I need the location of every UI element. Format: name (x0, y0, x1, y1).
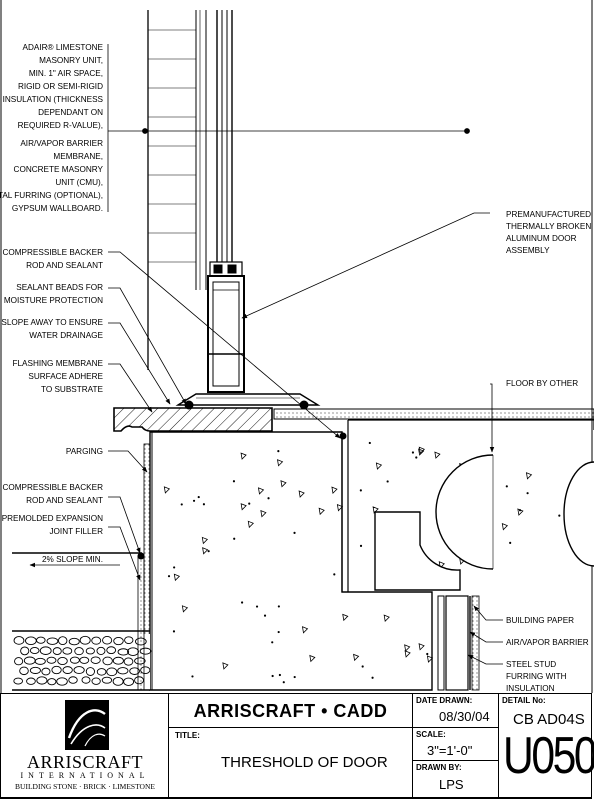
slope-line: SLOPE AWAY TO ENSURE (1, 318, 103, 327)
exterior-grade (12, 552, 152, 691)
label-building-paper: BUILDING PAPER (506, 616, 574, 625)
label-parging: PARGING (66, 447, 103, 456)
logo-area: ARRISCRAFT INTERNATIONAL BUILDING STONE … (1, 694, 169, 798)
drawn-by-cell: DRAWN BY: LPS (412, 761, 498, 798)
concrete-foundation (149, 419, 594, 691)
title-cell: TITLE: THRESHOLD OF DOOR (169, 728, 412, 798)
adair-line: MIN. 1" AIR SPACE, (29, 69, 103, 78)
drawn-by-label: DRAWN BY: (416, 763, 462, 772)
label-slope-away: SLOPE AWAY TO ENSURE WATER DRAINAGE (1, 318, 103, 340)
date-value: 08/30/04 (439, 709, 490, 724)
door-threshold (175, 393, 321, 410)
label-adair: ADAIR® LIMESTONE MASONRY UNIT, MIN. 1" A… (0, 43, 104, 213)
label-backer-bottom: COMPRESSIBLE BACKER ROD AND SEALANT (2, 483, 103, 505)
steel-stud-line: STEEL STUD (506, 660, 556, 669)
flashing-line: TO SUBSTRATE (41, 385, 104, 394)
expansion-line: PREMOLDED EXPANSION (2, 514, 103, 523)
sealant-line: MOISTURE PROTECTION (4, 296, 103, 305)
adair-line: MASONRY UNIT, (39, 56, 103, 65)
company-cell: ARRISCRAFT • CADD (169, 694, 412, 728)
label-floor: FLOOR BY OTHER (506, 379, 578, 388)
label-slope-min: 2% SLOPE MIN. (42, 555, 103, 564)
scale-value: 3"=1'-0" (427, 743, 473, 758)
adair-line: MEMBRANE, (53, 152, 103, 161)
flashing-line: FLASHING MEMBRANE (12, 359, 103, 368)
backer-bottom-line: ROD AND SEALANT (26, 496, 103, 505)
logo-tagline: BUILDING STONE · BRICK · LIMESTONE (15, 782, 155, 791)
title-label: TITLE: (175, 731, 200, 740)
adair-line: GYPSUM WALLBOARD. (12, 204, 103, 213)
sill-slab (113, 407, 594, 432)
label-expansion: PREMOLDED EXPANSION JOINT FILLER (2, 514, 103, 536)
logo-international: INTERNATIONAL (20, 771, 150, 780)
label-backer-top: COMPRESSIBLE BACKER ROD AND SEALANT (2, 248, 103, 270)
label-air-vapor: AIR/VAPOR BARRIER (506, 638, 589, 647)
backer-rod-bottom (137, 552, 145, 560)
adair-line: INSULATION (THICKNESS (3, 95, 104, 104)
date-cell: DATE DRAWN: 08/30/04 (412, 694, 498, 728)
door-line: PREMANUFACTURED (506, 210, 591, 219)
scale-cell: SCALE: 3"=1'-0" (412, 728, 498, 761)
door-line: ASSEMBLY (506, 246, 550, 255)
detail-label: DETAIL No: (502, 696, 546, 705)
glass-frame (216, 10, 233, 262)
adair-line: DEPENDANT ON (38, 108, 103, 117)
company-name: ARRISCRAFT • CADD (193, 701, 388, 721)
logo-wordmark: ARRISCRAFT (26, 752, 144, 772)
door-line: THERMALLY BROKEN (506, 222, 591, 231)
scale-label: SCALE: (416, 730, 446, 739)
label-sealant-beads: SEALANT BEADS FOR MOISTURE PROTECTION (4, 283, 103, 305)
door-line: ALUMINUM DOOR (506, 234, 577, 243)
detail-number: U050 (503, 727, 594, 785)
threshold-detail-drawing: ADAIR® LIMESTONE MASONRY UNIT, MIN. 1" A… (0, 0, 594, 693)
drawing-title: THRESHOLD OF DOOR (221, 754, 388, 771)
aluminum-door-assembly (207, 261, 245, 393)
label-flashing: FLASHING MEMBRANE SURFACE ADHERE TO SUBS… (12, 359, 103, 394)
backer-bottom-line: COMPRESSIBLE BACKER (2, 483, 103, 492)
steel-stud-line: INSULATION (506, 684, 555, 693)
slope-line: WATER DRAINAGE (29, 331, 103, 340)
drawn-by-value: LPS (439, 777, 464, 792)
title-block: ARRISCRAFT INTERNATIONAL BUILDING STONE … (0, 693, 594, 799)
adair-line: UNIT (CMU), (55, 178, 103, 187)
steel-stud-wall (437, 595, 480, 691)
detail-cell: DETAIL No: CB AD04S U050 (498, 694, 594, 798)
backer-top-line: ROD AND SEALANT (26, 261, 103, 270)
adair-line: CONCRETE MASONRY (14, 165, 104, 174)
floor-joist-cutout (374, 454, 594, 591)
adair-line: RIGID OR SEMI-RIGID (18, 82, 103, 91)
backer-rod-top (339, 432, 347, 440)
label-door-assembly: PREMANUFACTURED THERMALLY BROKEN ALUMINU… (506, 210, 591, 255)
expansion-line: JOINT FILLER (49, 527, 103, 536)
leader-lines (29, 44, 503, 665)
adair-line: ADAIR® LIMESTONE (23, 43, 104, 52)
adair-line: REQUIRED R-VALUE), (18, 121, 103, 130)
arriscraft-logo-icon (65, 700, 109, 750)
sealant-line: SEALANT BEADS FOR (16, 283, 103, 292)
backer-top-line: COMPRESSIBLE BACKER (2, 248, 103, 257)
steel-stud-line: FURRING WITH (506, 672, 567, 681)
adair-line: METAL FURRING (OPTIONAL), (0, 191, 103, 200)
flashing-line: SURFACE ADHERE (28, 372, 103, 381)
date-label: DATE DRAWN: (416, 696, 473, 705)
label-steel-stud: STEEL STUD FURRING WITH INSULATION (506, 660, 567, 693)
limestone-wall (147, 10, 207, 370)
detail-code: CB AD04S (513, 711, 585, 728)
adair-line: AIR/VAPOR BARRIER (20, 139, 103, 148)
